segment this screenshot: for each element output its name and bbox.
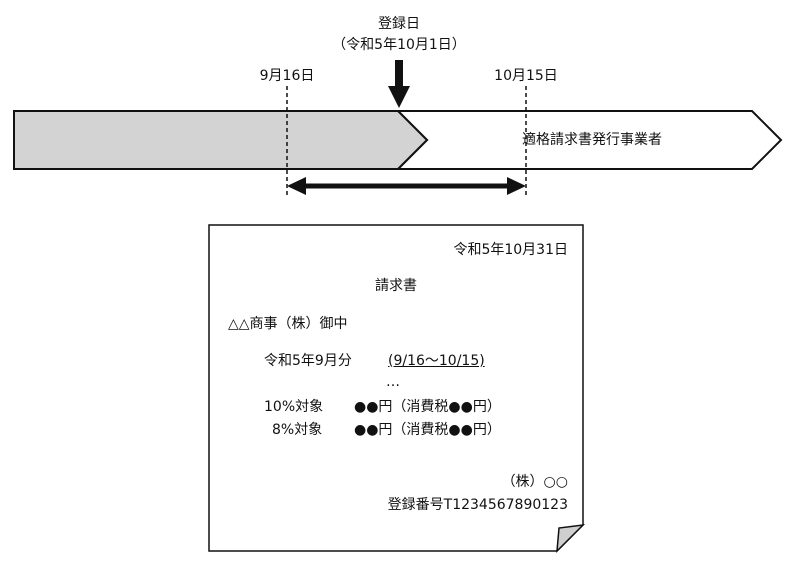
unregistered-period-bar xyxy=(13,110,429,170)
registration-date: （令和5年10月1日） xyxy=(332,37,466,53)
line-8-amount: ●●円（消費税●●円） xyxy=(354,422,501,438)
folded-corner xyxy=(556,523,586,553)
invoice-period-label: 令和5年9月分 xyxy=(264,353,352,369)
billing-period-double-arrow xyxy=(287,177,526,195)
invoice-document xyxy=(208,224,586,553)
invoice-registration-number: 登録番号T1234567890123 xyxy=(387,497,568,513)
invoice-period-range: (9/16～10/15) xyxy=(388,353,485,369)
line-10-amount: ●●円（消費税●●円） xyxy=(354,399,501,415)
invoice-ellipsis: … xyxy=(386,374,400,390)
issuer-status-label: 適格請求書発行事業者 xyxy=(522,132,662,148)
invoice-recipient: △△商事（株）御中 xyxy=(228,316,348,332)
invoice-title: 請求書 xyxy=(375,278,417,294)
registration-down-arrow xyxy=(388,60,410,108)
invoice-date: 令和5年10月31日 xyxy=(453,242,568,258)
end-date-label: 10月15日 xyxy=(494,68,558,84)
line-10-label: 10%対象 xyxy=(264,399,324,415)
line-8-label: 8%対象 xyxy=(272,422,323,438)
invoice-issuer: （株）○○ xyxy=(501,474,568,490)
registration-label: 登録日 xyxy=(378,16,420,32)
start-date-label: 9月16日 xyxy=(259,68,315,84)
